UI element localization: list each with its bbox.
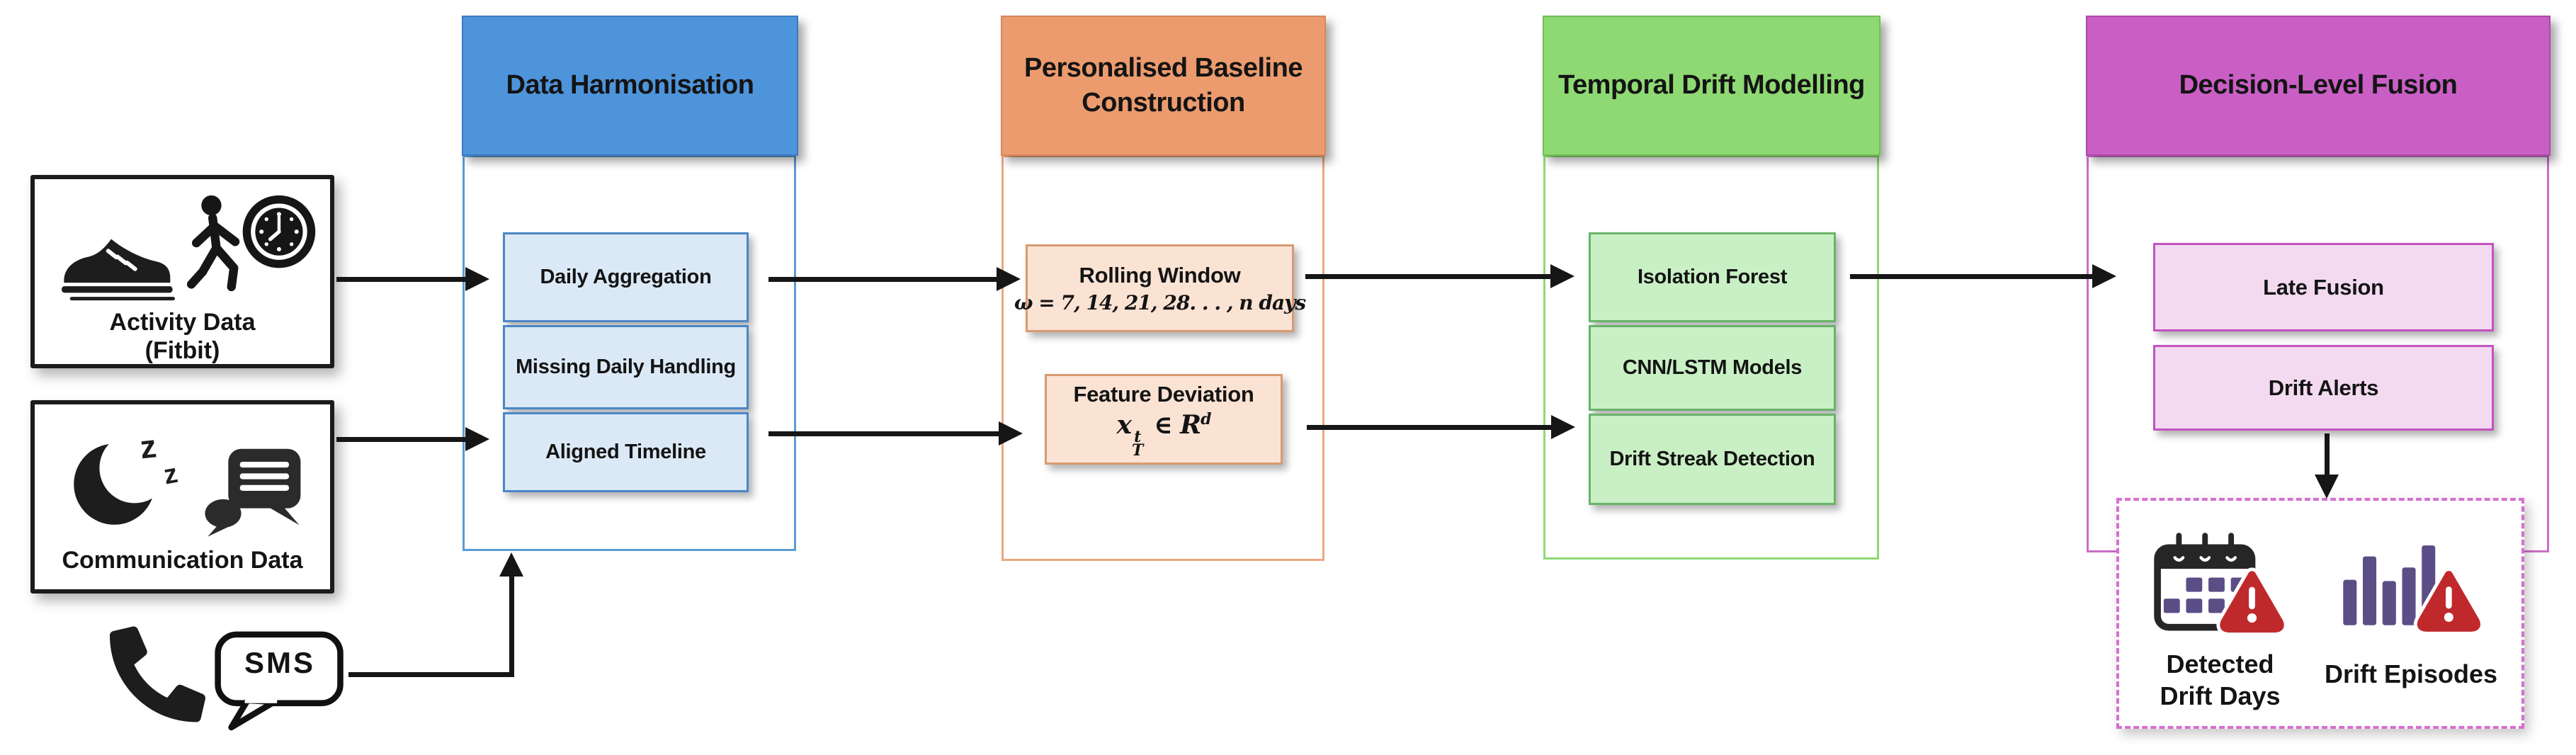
harmonisation-title: Data Harmonisation [506, 70, 754, 101]
late-fusion-box: Late Fusion [2153, 243, 2494, 331]
detected-drift-days-output: Detected Drift Days [2133, 529, 2307, 727]
arrow-isolation-to-latefusion [1850, 274, 2092, 279]
arrow-aggregation-to-rolling [768, 277, 997, 282]
bar-chart-alert-icon [2343, 545, 2484, 635]
aligned-timeline-label: Aligned Timeline [545, 441, 706, 463]
missing-daily-handling-box: Missing Daily Handling [503, 325, 749, 409]
harmonisation-column-outline [463, 155, 796, 551]
sms-bubble-icon [215, 631, 344, 731]
missing-daily-handling-label: Missing Daily Handling [516, 356, 736, 378]
warning-triangle-icon [2216, 567, 2288, 636]
rolling-window-box: Rolling Window ω = 7, 14, 21, 28. . . , … [1014, 244, 1306, 332]
arrow-rolling-to-isolation [1305, 274, 1550, 279]
activity-data-sublabel: (Fitbit) [144, 337, 220, 364]
calendar-alert-icon [2154, 533, 2288, 636]
sms-bubble: SMS [212, 629, 347, 732]
fusion-title: Decision-Level Fusion [2179, 70, 2458, 101]
drift-column-outline [1543, 155, 1879, 560]
arrowhead [2092, 264, 2116, 288]
activity-data-label: Activity Data [109, 309, 256, 336]
arrow-sms-elbow-vertical [509, 575, 514, 677]
drift-alerts-box: Drift Alerts [2153, 345, 2494, 431]
cnn-lstm-box: CNN/LSTM Models [1589, 325, 1836, 411]
svg-text:z: z [138, 428, 158, 465]
arrow-feature-to-streak [1307, 425, 1551, 430]
arrowhead [465, 427, 489, 451]
shoe-icon [62, 239, 176, 301]
walking-person-icon [186, 213, 240, 292]
drift-title: Temporal Drift Modelling [1558, 70, 1865, 101]
drift-header: Temporal Drift Modelling [1543, 16, 1880, 156]
late-fusion-label: Late Fusion [2263, 274, 2384, 300]
daily-aggregation-label: Daily Aggregation [540, 266, 712, 288]
arrowhead [2315, 475, 2339, 499]
baseline-header: Personalised Baseline Construction [1001, 16, 1326, 156]
moon-sleep-icon: z z [74, 428, 180, 525]
rolling-window-formula: ω = 7, 14, 21, 28. . . , n days [1014, 290, 1306, 314]
arrowhead [499, 552, 523, 577]
drift-streak-label: Drift Streak Detection [1609, 448, 1815, 470]
outputs-box: Detected Drift Days [2116, 498, 2524, 729]
formula-var: x [1116, 409, 1132, 440]
chat-bubbles-icon [205, 448, 301, 537]
arrow-communication-to-harmonisation [336, 437, 465, 442]
isolation-forest-label: Isolation Forest [1637, 266, 1788, 288]
formula-element-of: ∈ [1153, 409, 1173, 440]
drift-streak-box: Drift Streak Detection [1589, 414, 1836, 505]
detected-line2: Drift Days [2160, 681, 2281, 710]
sms-label: SMS [244, 646, 315, 679]
communication-data-box: z z Communication Data [30, 400, 334, 594]
detected-drift-days-label: Detected Drift Days [2133, 648, 2307, 712]
arrowhead [465, 267, 489, 291]
baseline-title: Personalised Baseline Construction [1024, 52, 1303, 118]
cnn-lstm-label: CNN/LSTM Models [1622, 356, 1803, 379]
detected-line1: Detected [2166, 649, 2274, 679]
arrowhead [1550, 264, 1574, 288]
clock-icon [242, 195, 316, 268]
communication-data-label: Communication Data [62, 547, 303, 574]
activity-data-box: Activity Data (Fitbit) [30, 175, 334, 368]
arrow-activity-to-harmonisation [336, 277, 465, 282]
isolation-forest-box: Isolation Forest [1589, 232, 1836, 322]
drift-alerts-label: Drift Alerts [2268, 375, 2379, 400]
daily-aggregation-box: Daily Aggregation [503, 232, 749, 322]
harmonisation-header: Data Harmonisation [462, 16, 798, 156]
drift-episodes-output: Drift Episodes [2312, 529, 2510, 727]
formula-dim: d [1201, 409, 1211, 428]
baseline-column-outline [1002, 155, 1324, 561]
phone-icon [110, 626, 205, 722]
formula-sub: T [1132, 441, 1143, 460]
fusion-header: Decision-Level Fusion [2086, 16, 2551, 156]
arrow-alerts-to-outputs [2325, 433, 2330, 476]
formula-set: R [1180, 409, 1201, 440]
feature-deviation-label: Feature Deviation [1073, 381, 1254, 407]
arrow-sms-elbow-horizontal [348, 672, 514, 677]
formula-sup: t [1134, 427, 1141, 446]
arrowhead [997, 267, 1021, 291]
arrowhead [999, 421, 1023, 445]
warning-triangle-icon [2414, 567, 2484, 635]
arrow-timeline-to-feature [768, 431, 999, 436]
rolling-window-label: Rolling Window [1079, 262, 1241, 288]
drift-episodes-label: Drift Episodes [2324, 659, 2498, 688]
arrowhead [1551, 415, 1575, 439]
aligned-timeline-box: Aligned Timeline [503, 412, 749, 492]
walking-person-clock-icon [186, 195, 316, 292]
